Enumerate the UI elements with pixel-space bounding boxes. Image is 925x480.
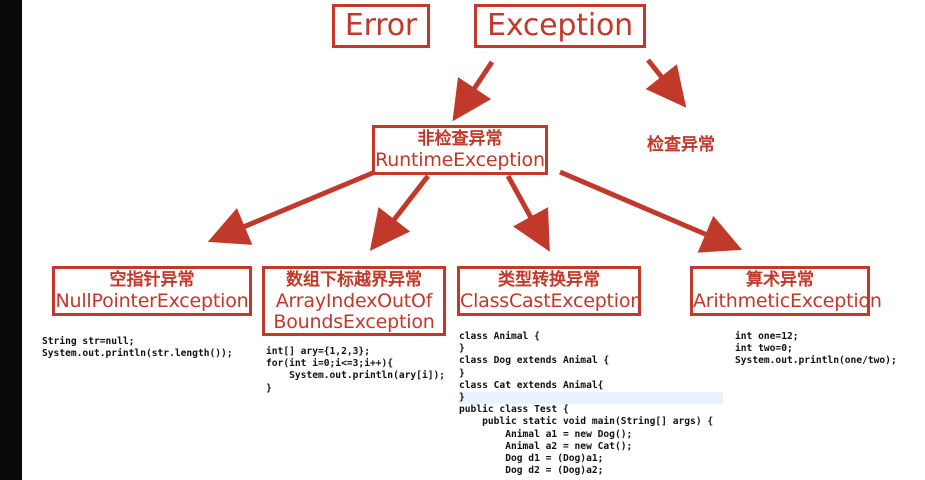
class-cast-box: 类型转换异常 ClassCastException xyxy=(457,266,643,316)
code-line-highlighted: } xyxy=(459,392,723,405)
array-index-box: 数组下标越界异常 ArrayIndexOutOf BoundsException xyxy=(262,266,446,336)
runtime-en-label: RuntimeException xyxy=(375,148,545,171)
error-box: Error xyxy=(332,4,430,48)
arrow-exception-to-checked xyxy=(645,58,687,108)
code-line: System.out.println(ary[i]); xyxy=(266,370,446,382)
exception-label: Exception xyxy=(487,8,633,43)
arith-zh-label: 算术异常 xyxy=(746,270,814,290)
code-line: int one=12; xyxy=(735,331,799,342)
left-dark-strip xyxy=(0,0,22,480)
npe-code: String str=null;System.out.println(str.l… xyxy=(42,336,233,360)
arrow-runtime-to-array xyxy=(369,174,430,251)
npe-box: 空指针异常 NullPointerException xyxy=(52,266,252,316)
checked-exception-label: 检查异常 xyxy=(647,135,715,155)
code-line: String str=null; xyxy=(42,336,135,347)
code-line: Dog d1 = (Dog)a1; xyxy=(459,453,604,465)
code-line: class Cat extends Animal{ xyxy=(459,379,604,391)
code-line: class Dog extends Animal { xyxy=(459,355,610,367)
code-line: Dog d2 = (Dog)a2; xyxy=(459,465,604,477)
code-line: } xyxy=(459,367,465,379)
arrow-exception-to-runtime xyxy=(452,60,495,122)
array-en-label-2: BoundsException xyxy=(273,311,435,334)
code-line: System.out.println(one/two); xyxy=(735,355,897,367)
runtime-exception-box: 非检查异常 RuntimeException xyxy=(372,125,548,175)
code-line: System.out.println(str.length()); xyxy=(42,348,233,360)
array-en-label-1: ArrayIndexOutOf xyxy=(275,289,433,312)
code-line: } xyxy=(459,343,465,355)
arrow-runtime-to-npe xyxy=(207,169,376,245)
arrow-runtime-to-arith xyxy=(559,169,743,253)
arith-en-label: ArithmeticException xyxy=(693,289,882,312)
code-line: int two=0; xyxy=(735,343,793,355)
npe-en-label: NullPointerException xyxy=(55,289,249,312)
npe-zh-label: 空指针异常 xyxy=(109,270,195,290)
code-line: int[] ary={1,2,3}; xyxy=(266,346,370,357)
cast-zh-label: 类型转换异常 xyxy=(498,270,600,290)
arithmetic-box: 算术异常 ArithmeticException xyxy=(690,266,882,316)
arrow-runtime-to-cast xyxy=(505,174,550,252)
code-line: Animal a1 = new Dog(); xyxy=(459,428,633,440)
code-line: public class Test { xyxy=(459,404,569,416)
error-label: Error xyxy=(344,8,418,43)
code-line: class Animal { xyxy=(459,331,540,342)
array-zh-label: 数组下标越界异常 xyxy=(286,270,422,290)
array-code: int[] ary={1,2,3};for(int i=0;i<=3;i++){… xyxy=(266,346,445,395)
runtime-zh-label: 非检查异常 xyxy=(417,129,503,149)
cast-code: class Animal {}class Dog extends Animal … xyxy=(459,331,723,477)
code-line: Animal a2 = new Cat(); xyxy=(459,440,633,452)
exception-box: Exception xyxy=(474,4,646,48)
code-line: } xyxy=(266,382,272,394)
code-line: public static void main(String[] args) { xyxy=(459,416,714,428)
code-line: for(int i=0;i<=3;i++){ xyxy=(266,358,394,370)
arith-code: int one=12;int two=0;System.out.println(… xyxy=(735,331,897,368)
cast-en-label: ClassCastException xyxy=(460,289,643,312)
